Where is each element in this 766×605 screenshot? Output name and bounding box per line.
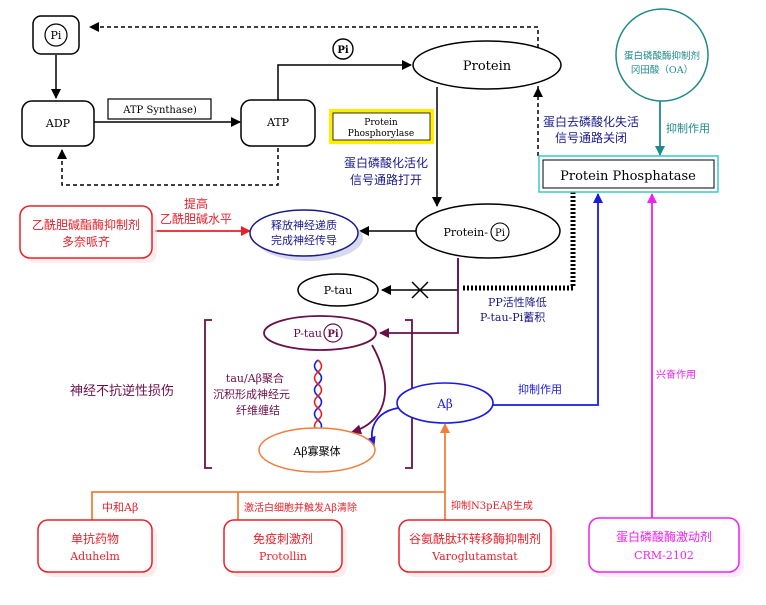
donepezil-label-2: 多奈哌齐 (62, 234, 110, 249)
ptau-pi-node: P-tau Pi (263, 315, 377, 351)
label-neutralize: 中和Aβ (102, 501, 138, 514)
atp-label: ATP (266, 116, 290, 129)
label-phosphorylation-2: 信号通路打开 (350, 172, 422, 187)
protein-pi-suffix: Pi (495, 228, 505, 239)
blocked-x-mark (411, 281, 429, 299)
protollin-label-2: Protollin (259, 550, 307, 563)
oa-label-2: 冈田酸（OA） (631, 64, 693, 76)
edge-to-ptau-pi (379, 258, 459, 338)
pi-node-top: Pi (32, 15, 80, 55)
varoglutamstat-label-1: 谷氨酰肽环转移酶抑制剂 (409, 531, 541, 546)
ptau-pi-suffix: Pi (327, 329, 339, 340)
aduhelm-label-1: 单抗药物 (71, 531, 119, 546)
varoglutamstat-box: 谷氨酰肽环转移酶抑制剂 Varoglutamstat (398, 519, 556, 577)
protein-node: Protein (412, 40, 562, 90)
label-irreversible: 神经不抗逆性损伤 (70, 383, 174, 399)
label-activate: 激活白细胞并触发Aβ清除 (244, 501, 357, 514)
label-inhibit-n3: 抑制N3pEAβ生成 (451, 499, 533, 512)
adp-node: ADP (21, 100, 95, 147)
oligomer-label: Aβ寡聚体 (292, 444, 340, 458)
release-label-2: 完成神经传导 (271, 233, 337, 247)
atp-synthase-box: ATP Synthase) (107, 98, 212, 120)
protein-phosphorylase-box: Protein Phosphorylase (329, 109, 434, 144)
oa-node: 蛋白磷酸酶抑制剂 冈田酸（OA） (615, 8, 709, 102)
label-phosphorylation-1: 蛋白磷酸化活化 (344, 155, 428, 170)
ptau-node: P-tau (297, 273, 379, 307)
release-label-1: 释放神经递质 (271, 218, 337, 232)
orange-drug-connectors (91, 423, 450, 520)
ptau-label: P-tau (324, 284, 353, 297)
pi-node-mid: Pi (332, 38, 354, 60)
aduhelm-label-2: Aduhelm (69, 550, 120, 563)
protein-phosphatase-box: Protein Phosphatase (538, 155, 719, 193)
protein-phosphorylase-label-2: Phosphorylase (348, 129, 414, 139)
oa-label-1: 蛋白磷酸酶抑制剂 (624, 50, 700, 62)
label-pp-1: PP活性降低 (488, 295, 547, 309)
edge-abeta-to-oligomer (366, 407, 399, 447)
protein-label: Protein (463, 59, 512, 74)
ptau-pi-label: P-tau (293, 327, 322, 340)
protollin-label-1: 免疫刺激剂 (253, 531, 313, 546)
edge-atp-dashed-to-adp (57, 148, 279, 186)
label-raise-2: 乙酰胆碱水平 (160, 212, 232, 226)
label-dephosphorylation-2: 信号通路关闭 (555, 130, 627, 145)
edge-ptau-pi-to-oligomer (351, 344, 387, 435)
atp-node: ATP (240, 99, 316, 147)
donepezil-label-1: 乙酰胆碱酯酶抑制剂 (32, 217, 140, 232)
atp-synthase-label: ATP Synthase) (122, 105, 197, 116)
edge-protein-pi-to-ptau (381, 258, 459, 295)
protein-pi-node: Protein- Pi (415, 203, 561, 259)
pi-node-mid-label: Pi (337, 45, 349, 56)
crm-label-2: CRM-2102 (634, 549, 694, 562)
tangle-wave-red (313, 359, 323, 433)
label-dephosphorylation-1: 蛋白去磷酸化失活 (543, 114, 639, 129)
protollin-box: 免疫刺激剂 Protollin (223, 519, 347, 577)
release-node: 释放神经递质 完成神经传导 (249, 209, 363, 261)
donepezil-box: 乙酰胆碱酯酶抑制剂 多奈哌齐 (19, 205, 157, 263)
crm-label-1: 蛋白磷酸酶激动剂 (616, 529, 712, 544)
aduhelm-box: 单抗药物 Aduhelm (37, 519, 157, 577)
label-tangle-2: 沉积形成神经元 (213, 387, 290, 401)
adp-label: ADP (45, 117, 71, 130)
phosphatase-dotted-lines (462, 188, 576, 291)
label-tangle-3: 纤维缠结 (236, 403, 280, 417)
label-tangle-1: tau/Aβ聚合 (226, 371, 284, 385)
varoglutamstat-label-2: Varoglutamstat (431, 550, 518, 563)
protein-pi-label: Protein- (443, 226, 488, 239)
label-raise-1: 提高 (184, 196, 208, 211)
protein-phosphatase-label: Protein Phosphatase (560, 169, 696, 184)
protein-phosphorylase-label-1: Protein (364, 118, 398, 128)
crm-box: 蛋白磷酸酶激动剂 CRM-2102 (588, 517, 744, 577)
abeta-label: Aβ (436, 397, 453, 411)
abeta-node: Aβ (396, 382, 494, 424)
bracket-left (204, 319, 212, 469)
edge-abeta-to-phosphatase (492, 193, 603, 406)
edge-atp-to-protein (277, 60, 412, 100)
pi-node-top-label: Pi (51, 29, 62, 42)
oligomer-node: Aβ寡聚体 (258, 427, 376, 473)
label-excite: 兴奋作用 (656, 368, 696, 381)
label-inhibit-oa: 抑制作用 (666, 121, 710, 135)
label-inhibit-abeta: 抑制作用 (518, 382, 562, 396)
label-pp-2: P-tau-Pi蓄积 (480, 311, 545, 324)
